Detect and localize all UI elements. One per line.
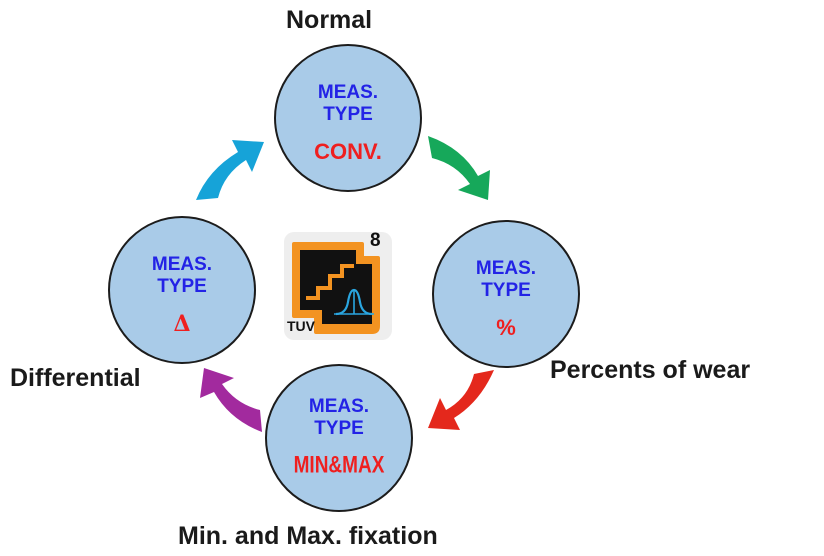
mode-circle-normal[interactable]: MEAS. TYPE CONV. <box>274 44 422 192</box>
caption-normal: Normal <box>286 6 373 34</box>
mode-circle-percent[interactable]: MEAS. TYPE % <box>432 220 580 368</box>
type-label: TYPE <box>314 418 364 439</box>
arrow-percent-to-minmax <box>428 370 494 430</box>
arrow-differential-to-normal <box>196 140 264 200</box>
icon-caption: TUV <box>287 318 315 334</box>
arrow-minmax-to-differential <box>200 368 262 432</box>
type-label: TYPE <box>323 104 373 125</box>
mode-value: % <box>496 315 516 340</box>
type-label: TYPE <box>157 276 207 297</box>
mode-circle-minmax[interactable]: MEAS. TYPE MIN&MAX <box>265 364 413 512</box>
mode-circle-differential[interactable]: MEAS. TYPE Δ <box>108 216 256 364</box>
meas-type-icon-tile: 8 TUV <box>284 230 392 340</box>
arrow-normal-to-percent <box>428 136 490 200</box>
type-label: TYPE <box>481 280 531 301</box>
caption-minmax: Min. and Max. fixation <box>178 522 438 550</box>
icon-number: 8 <box>370 230 381 251</box>
caption-percent: Percents of wear <box>550 356 751 384</box>
caption-differential: Differential <box>10 364 141 392</box>
meas-label: MEAS. <box>151 254 213 275</box>
meas-label: MEAS. <box>308 396 370 417</box>
meas-label: MEAS. <box>317 82 379 103</box>
meas-label: MEAS. <box>475 258 537 279</box>
mode-value: CONV. <box>314 139 382 164</box>
mode-value: MIN&MAX <box>293 452 385 479</box>
meas-type-icon <box>284 232 392 340</box>
mode-value: Δ <box>173 311 191 337</box>
